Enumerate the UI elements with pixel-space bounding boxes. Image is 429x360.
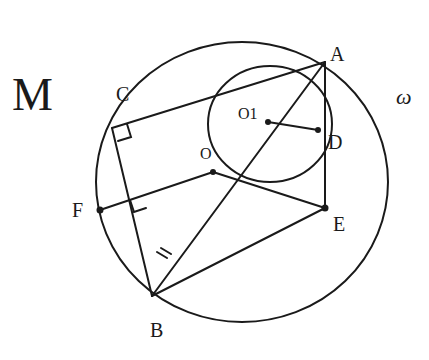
point-dot [210,169,216,175]
point-label: M [12,72,53,118]
big-circle [96,42,388,322]
point-label: B [150,320,163,340]
point-dot [265,119,271,125]
point-label: C [116,84,129,104]
point-label: E [333,214,345,234]
segment [112,128,152,296]
point-label: O1 [238,106,258,122]
point-label: D [328,132,342,152]
segment [100,172,213,210]
point-label: F [72,200,83,220]
segment [152,62,325,296]
segment [268,122,318,130]
point-dot [322,205,329,212]
segment [324,62,326,208]
point-label: O [200,146,212,162]
point-dot [315,127,321,133]
point-label: ω [396,86,412,108]
small-circle [208,66,332,182]
right-angle-mark [130,200,146,212]
tick-mark [161,248,171,254]
point-dot [97,207,104,214]
segment [213,172,325,208]
segment [152,208,325,296]
segment [112,62,325,128]
tick-mark [157,252,167,258]
right-angle-mark [118,124,131,141]
point-label: A [330,44,344,64]
